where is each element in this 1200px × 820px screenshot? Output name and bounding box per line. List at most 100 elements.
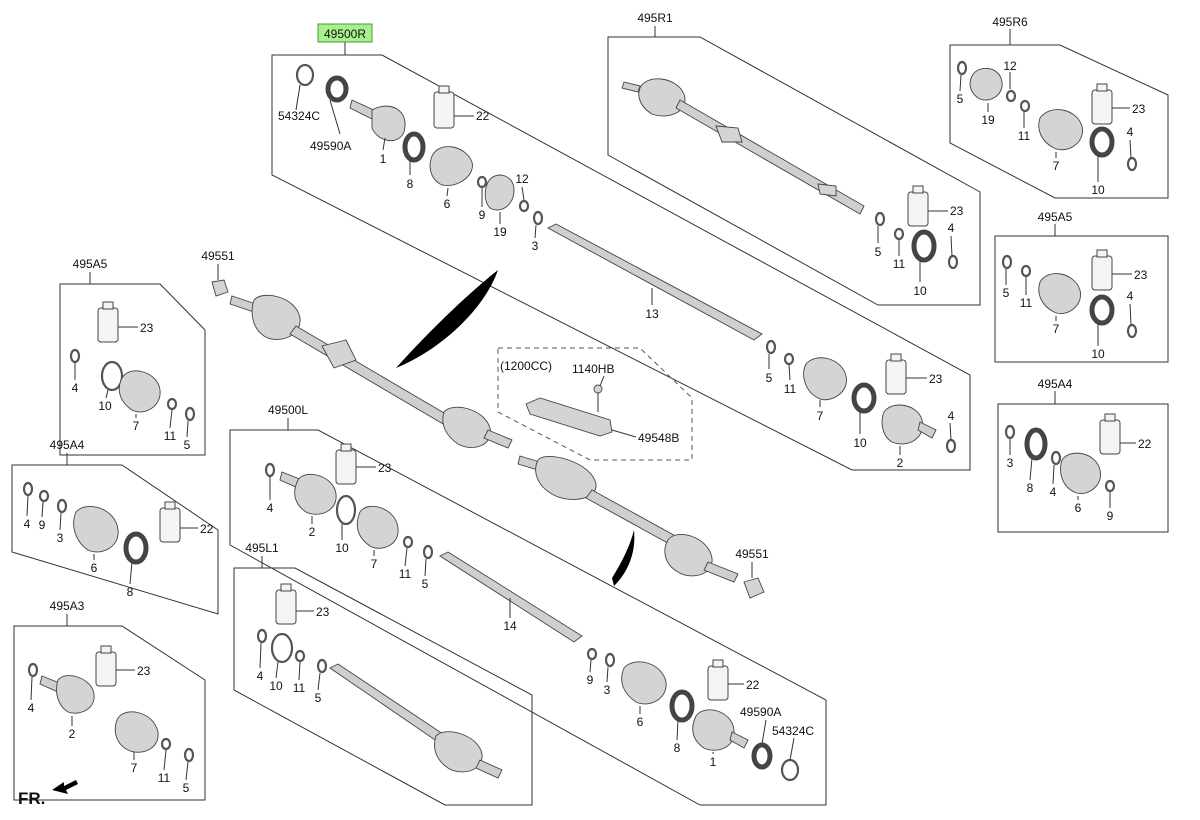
- label-r6-7[interactable]: 7: [1053, 159, 1060, 173]
- label-r-3[interactable]: 3: [532, 239, 539, 253]
- label-r6-11[interactable]: 11: [1018, 129, 1031, 143]
- label-r-11[interactable]: 11: [784, 382, 797, 396]
- label-a4r-3[interactable]: 3: [1007, 456, 1014, 470]
- label-r-4[interactable]: 4: [948, 409, 955, 423]
- label-l-22[interactable]: 22: [746, 678, 760, 692]
- label-r-6[interactable]: 6: [444, 197, 451, 211]
- label-495r6[interactable]: 495R6: [992, 15, 1028, 29]
- label-a3l-5[interactable]: 5: [183, 781, 190, 795]
- label-l-23[interactable]: 23: [378, 461, 392, 475]
- label-l-54324c[interactable]: 54324C: [772, 724, 814, 738]
- label-a5r-11[interactable]: 11: [1020, 296, 1033, 310]
- label-a4r-22[interactable]: 22: [1138, 437, 1152, 451]
- label-49500r[interactable]: 49500R: [324, 27, 366, 41]
- label-a3l-11[interactable]: 11: [158, 771, 171, 785]
- label-r6-10[interactable]: 10: [1091, 183, 1105, 197]
- label-r-10[interactable]: 10: [853, 436, 867, 450]
- label-r1-5[interactable]: 5: [875, 245, 882, 259]
- frame-495a3-left: [13, 625, 206, 801]
- label-l-10[interactable]: 10: [335, 541, 349, 555]
- label-a5r-23[interactable]: 23: [1134, 268, 1148, 282]
- label-a5l-11[interactable]: 11: [164, 429, 177, 443]
- label-l1-10[interactable]: 10: [269, 679, 283, 693]
- label-49548b[interactable]: 49548B: [638, 431, 679, 445]
- label-495a5-left[interactable]: 495A5: [73, 257, 108, 271]
- label-l-2[interactable]: 2: [309, 525, 316, 539]
- label-nut-49551-bottom[interactable]: 49551: [735, 547, 769, 561]
- label-a3l-4[interactable]: 4: [28, 701, 35, 715]
- label-a5r-7[interactable]: 7: [1053, 322, 1060, 336]
- label-l-11[interactable]: 11: [399, 567, 412, 581]
- label-495a5-right[interactable]: 495A5: [1038, 210, 1073, 224]
- label-a4r-8[interactable]: 8: [1027, 481, 1034, 495]
- label-a5l-4[interactable]: 4: [72, 381, 79, 395]
- label-r-23[interactable]: 23: [929, 372, 943, 386]
- label-r-19[interactable]: 19: [493, 225, 507, 239]
- label-a4r-4[interactable]: 4: [1050, 485, 1057, 499]
- label-r-1[interactable]: 1: [380, 152, 387, 166]
- frame-495a5-left: [59, 283, 206, 456]
- label-r1-23[interactable]: 23: [950, 204, 964, 218]
- label-r-9[interactable]: 9: [479, 208, 486, 222]
- label-l-6[interactable]: 6: [637, 715, 644, 729]
- label-l1-23[interactable]: 23: [316, 605, 330, 619]
- label-a5l-23[interactable]: 23: [140, 321, 154, 335]
- frame-49500l: [229, 429, 827, 806]
- label-l-49590a[interactable]: 49590A: [740, 705, 781, 719]
- label-l-14[interactable]: 14: [503, 619, 517, 633]
- label-r-8[interactable]: 8: [407, 177, 414, 191]
- label-49500l[interactable]: 49500L: [268, 403, 308, 417]
- label-r-13[interactable]: 13: [645, 307, 659, 321]
- label-a3l-2[interactable]: 2: [69, 727, 76, 741]
- label-a4l-6[interactable]: 6: [91, 561, 98, 575]
- label-r1-4[interactable]: 4: [948, 221, 955, 235]
- label-a5r-4[interactable]: 4: [1127, 289, 1134, 303]
- label-l-3[interactable]: 3: [604, 683, 611, 697]
- label-a4r-6[interactable]: 6: [1075, 501, 1082, 515]
- label-l-7[interactable]: 7: [371, 557, 378, 571]
- label-a5r-5[interactable]: 5: [1003, 286, 1010, 300]
- label-a4r-9[interactable]: 9: [1107, 509, 1114, 523]
- label-l1-11[interactable]: 11: [293, 681, 306, 695]
- label-r6-4[interactable]: 4: [1127, 125, 1134, 139]
- label-a5l-5[interactable]: 5: [184, 438, 191, 452]
- label-r1-11[interactable]: 11: [893, 257, 906, 271]
- label-r-49590a[interactable]: 49590A: [310, 139, 351, 153]
- bracket-dashed-box: [497, 347, 693, 461]
- label-r-12[interactable]: 12: [515, 172, 529, 186]
- label-495r1[interactable]: 495R1: [637, 11, 673, 25]
- label-495a4-left[interactable]: 495A4: [50, 438, 85, 452]
- label-a5r-10[interactable]: 10: [1091, 347, 1105, 361]
- label-l-5[interactable]: 5: [422, 577, 429, 591]
- label-a3l-23[interactable]: 23: [137, 664, 151, 678]
- label-495a3-left[interactable]: 495A3: [50, 599, 85, 613]
- label-l-8[interactable]: 8: [674, 741, 681, 755]
- label-r-7[interactable]: 7: [817, 409, 824, 423]
- label-l1-5[interactable]: 5: [315, 691, 322, 705]
- label-l-1[interactable]: 1: [710, 755, 717, 769]
- label-r-22[interactable]: 22: [476, 109, 490, 123]
- label-a5l-10[interactable]: 10: [98, 399, 112, 413]
- label-l-9[interactable]: 9: [587, 673, 594, 687]
- label-nut-49551-top[interactable]: 49551: [201, 249, 235, 263]
- label-l-4[interactable]: 4: [267, 501, 274, 515]
- label-r-5[interactable]: 5: [766, 371, 773, 385]
- label-r6-5[interactable]: 5: [957, 92, 964, 106]
- label-r6-23[interactable]: 23: [1132, 102, 1146, 116]
- label-r-2[interactable]: 2: [897, 456, 904, 470]
- label-r-54324c[interactable]: 54324C: [278, 109, 320, 123]
- label-495l1[interactable]: 495L1: [245, 541, 279, 555]
- label-a4l-4[interactable]: 4: [24, 517, 31, 531]
- label-r1-10[interactable]: 10: [913, 284, 927, 298]
- label-a3l-7[interactable]: 7: [131, 761, 138, 775]
- label-a4l-8[interactable]: 8: [127, 585, 134, 599]
- label-a4l-3[interactable]: 3: [57, 531, 64, 545]
- label-l1-4[interactable]: 4: [257, 669, 264, 683]
- label-a4l-9[interactable]: 9: [39, 518, 46, 532]
- label-r6-19[interactable]: 19: [981, 113, 995, 127]
- label-495a4-right[interactable]: 495A4: [1038, 377, 1073, 391]
- label-a4l-22[interactable]: 22: [200, 522, 214, 536]
- label-a5l-7[interactable]: 7: [133, 419, 140, 433]
- label-1140hb[interactable]: 1140HB: [572, 362, 614, 376]
- label-r6-12[interactable]: 12: [1003, 59, 1017, 73]
